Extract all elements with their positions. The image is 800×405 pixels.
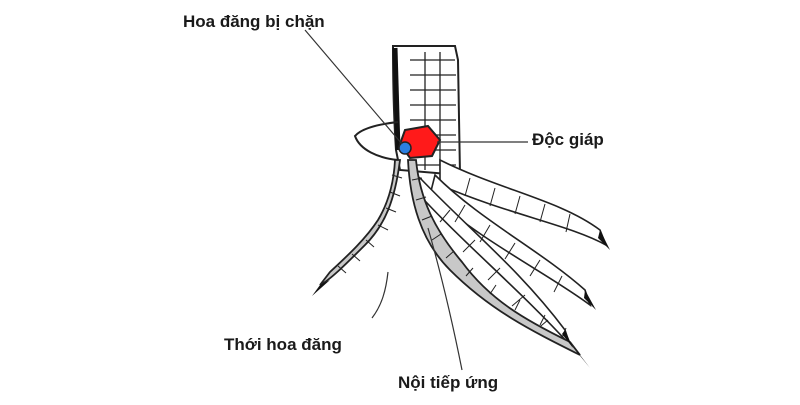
- leader-left: [371, 271, 389, 319]
- right-toe-scale-lines: [439, 177, 571, 331]
- gray-toe-scale-lines: [337, 174, 567, 339]
- hoa-dang-spot: [398, 141, 412, 155]
- leader-bottom: [427, 227, 463, 371]
- claws: [312, 230, 610, 368]
- leader-lines: [304, 29, 528, 371]
- label-hoa-dang-bi-chan: Hoa đăng bị chặn: [183, 12, 325, 31]
- label-noi-tiep-ung: Nội tiếp ứng: [398, 373, 499, 392]
- label-thoi-hoa-dang: Thới hoa đăng: [224, 335, 342, 354]
- label-doc-giap: Độc giáp: [532, 130, 604, 149]
- spur-curve: [353, 121, 399, 161]
- right-toes: [414, 158, 608, 346]
- leader-top: [304, 29, 403, 145]
